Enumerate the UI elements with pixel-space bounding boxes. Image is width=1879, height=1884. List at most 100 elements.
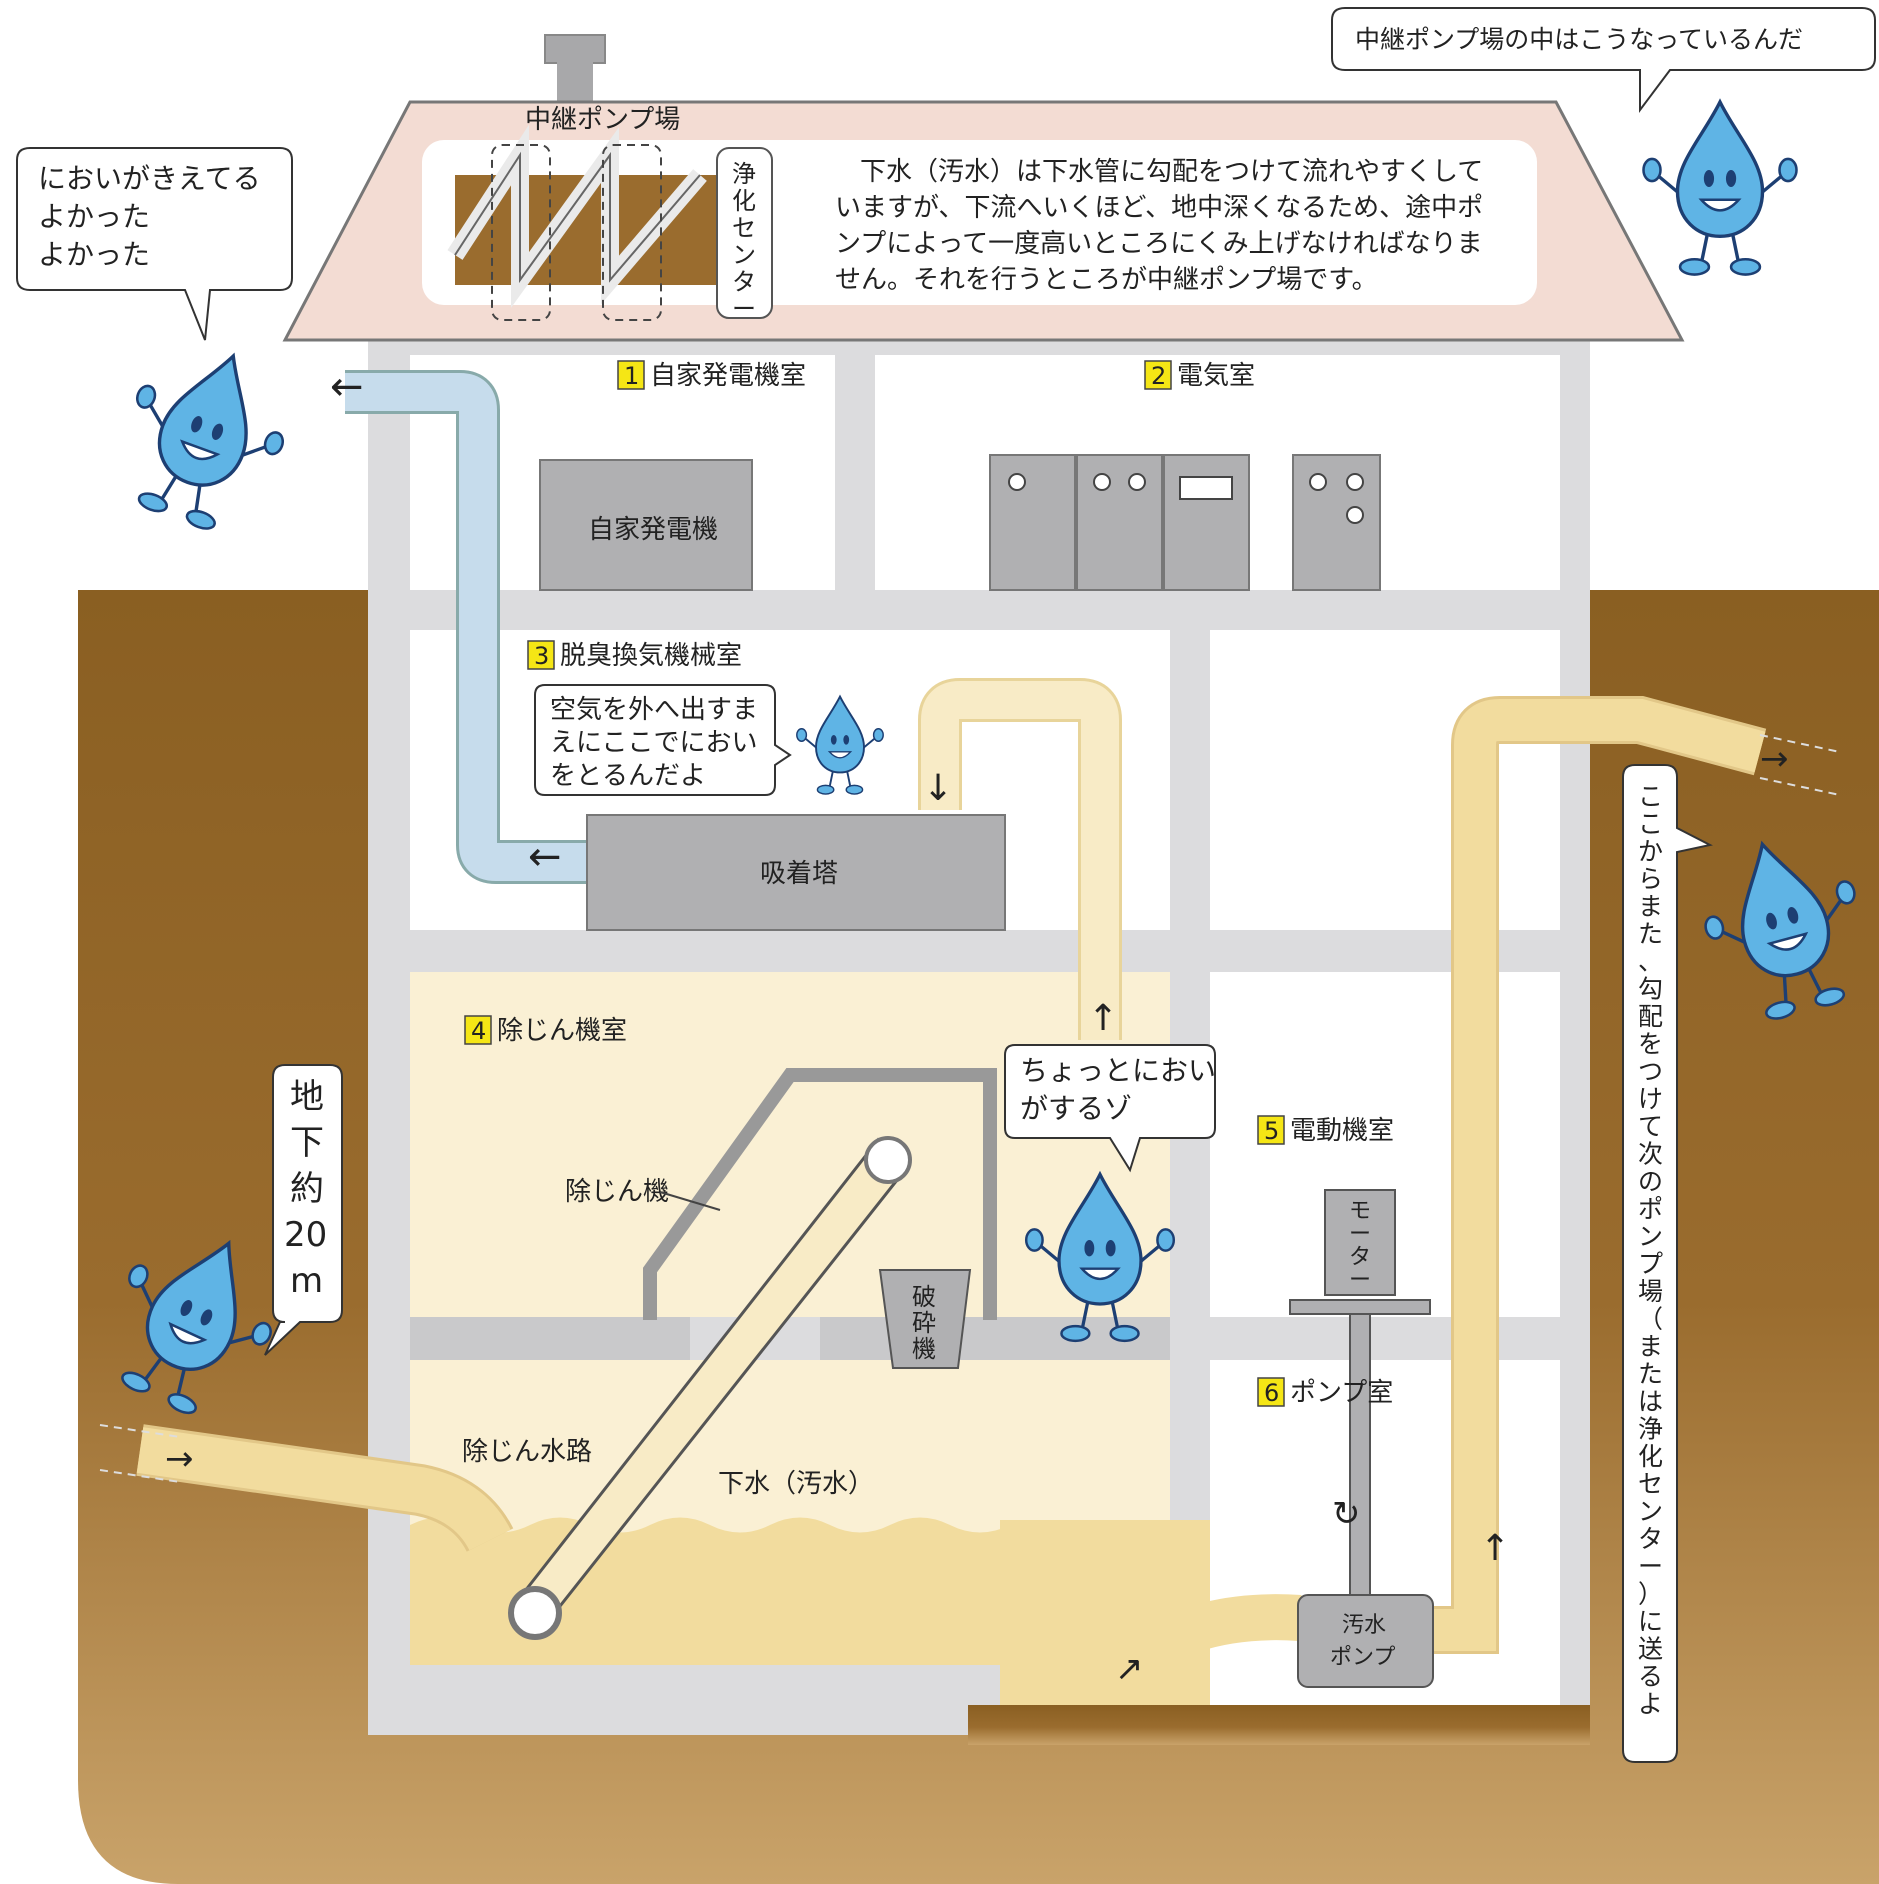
adsorber-label: 吸着塔	[760, 859, 838, 889]
bubble-top-right: 中継ポンプ場の中はこうなっているんだ	[1331, 7, 1876, 113]
pump-inflow	[1093, 1594, 1302, 1697]
motor-label-char: ー	[1349, 1222, 1371, 1247]
crusher-label-char: 砕	[912, 1309, 936, 1337]
crusher-label-char: 破	[912, 1283, 936, 1311]
motor-label-char: モ	[1349, 1199, 1371, 1224]
exhaust-down-arrow: ↓	[923, 768, 953, 809]
bubble-right-char: タ	[1638, 1525, 1663, 1554]
chimney-cap	[544, 34, 606, 64]
explanation-line: ンプによって一度高いところにくみ上げなければなりま	[835, 229, 1483, 259]
rotation-icon: ↻	[1332, 1494, 1361, 1534]
room-number-box	[1144, 360, 1172, 390]
plant-label-char: ー	[732, 295, 756, 323]
motor-label-char: ー	[1349, 1268, 1371, 1293]
explanation-line: 下水（汚水）は下水管に勾配をつけて流れやすくして	[860, 157, 1483, 187]
crusher-label: 破砕機	[912, 1283, 936, 1363]
room-number: 6	[1264, 1379, 1279, 1407]
bubble-right-char: る	[1638, 1662, 1663, 1691]
bubble-right-char: 配	[1638, 1002, 1663, 1031]
bubble-top-left-line: においがきえてる	[38, 162, 261, 195]
pump-inflow-arrow: ↗	[1115, 1649, 1144, 1689]
bubble-right-char: ン	[1638, 1497, 1663, 1526]
air-out-arrow: ←	[330, 364, 364, 410]
room-number: 3	[534, 642, 549, 670]
bubble-right-char: こ	[1638, 782, 1663, 811]
conveyor	[508, 1136, 912, 1640]
bubble-right-char: 化	[1638, 1442, 1663, 1471]
room-number-box	[1257, 1115, 1285, 1145]
explanation-line: せん。それを行うところが中継ポンプ場です。	[835, 265, 1378, 295]
generator-box	[539, 459, 753, 591]
bubble-right-char: 浄	[1638, 1415, 1663, 1444]
bubble-deodor-line: をとるんだよ	[550, 761, 706, 791]
floor-slab-right	[820, 1317, 1170, 1360]
bubble-right-char: か	[1638, 837, 1663, 866]
bubble-depth-char: 地	[290, 1077, 324, 1117]
bubble-right-char: た	[1638, 1360, 1663, 1389]
crusher-label-char: 機	[912, 1335, 936, 1363]
relay-zigzag-illustration	[447, 124, 773, 321]
bubble-right-char: 、	[1638, 947, 1663, 976]
bubble-right-char: 次	[1638, 1140, 1663, 1169]
plant-label-char: タ	[732, 268, 756, 296]
bubble-right-char: ポ	[1638, 1195, 1663, 1224]
bubble-right-char: ン	[1638, 1222, 1663, 1251]
bubble-right-char: 場	[1638, 1277, 1663, 1306]
bubble-right-char: 送	[1638, 1635, 1663, 1664]
plant-label-char: セ	[732, 214, 756, 242]
bubble-right-char: ま	[1638, 1332, 1663, 1361]
screen-leader	[659, 1191, 721, 1211]
sewage-label: 下水（汚水）	[718, 1469, 874, 1499]
bubble-right-char: 勾	[1638, 975, 1663, 1004]
plant-label-char: 化	[732, 187, 756, 215]
room-number: 5	[1264, 1117, 1279, 1145]
inflow-arrow: →	[165, 1439, 194, 1479]
room-number-box	[527, 640, 555, 670]
air-left-arrow: ←	[528, 834, 562, 880]
bubble-right-char: て	[1638, 1112, 1663, 1141]
bubble-right-char: ま	[1638, 892, 1663, 921]
screen-label: 除じん機	[565, 1177, 669, 1207]
building-base-gap	[968, 1705, 1590, 1745]
bubble-right-char: ー	[1638, 1552, 1663, 1581]
plant-label-char: ン	[732, 241, 756, 269]
sewage-pump-label-line: ポンプ	[1330, 1645, 1395, 1670]
room-number-box	[617, 360, 645, 390]
room-right-upper	[1210, 630, 1560, 930]
bubble-deodor-line: えにここでにおい	[550, 728, 757, 758]
room-number: 4	[471, 1017, 486, 1045]
room-name: ポンプ室	[1290, 1378, 1393, 1408]
bubble-right-char: プ	[1638, 1250, 1663, 1279]
droplet-mascot-top-left	[100, 339, 288, 547]
bubble-depth-char: 20	[284, 1215, 327, 1255]
droplet-mascot-top-right	[1641, 100, 1799, 277]
bubble-right-char: ら	[1638, 865, 1663, 894]
bubble-deodor-line: 空気を外へ出すま	[550, 695, 758, 725]
sewage-water	[410, 1517, 1010, 1665]
relay-label: 中継ポンプ場	[525, 105, 680, 135]
room-name: 脱臭換気機械室	[560, 641, 742, 671]
bubble-top-left-line: よかった	[38, 238, 150, 271]
discharge-arrow-up: ↑	[1480, 1528, 1510, 1569]
bubble-right-char: こ	[1638, 810, 1663, 839]
plant-label-char: 浄	[732, 160, 756, 188]
motor	[1289, 1189, 1431, 1605]
adsorber-box	[586, 814, 1006, 931]
bubble-depth-char: 下	[290, 1123, 324, 1163]
sewage-pump-box	[1297, 1594, 1434, 1688]
room-number: 2	[1151, 362, 1166, 390]
discharge-arrow-right: →	[1760, 739, 1789, 779]
room-name: 電動機室	[1290, 1116, 1394, 1146]
bubble-right-char: セ	[1638, 1470, 1663, 1499]
bubble-smell-line: ちょっとにおい	[1020, 1054, 1216, 1087]
bubble-right-char: ）	[1638, 1580, 1663, 1609]
svg-text:中継ポンプ場の中はこうなっているんだ: 中継ポンプ場の中はこうなっているんだ	[1355, 25, 1803, 54]
